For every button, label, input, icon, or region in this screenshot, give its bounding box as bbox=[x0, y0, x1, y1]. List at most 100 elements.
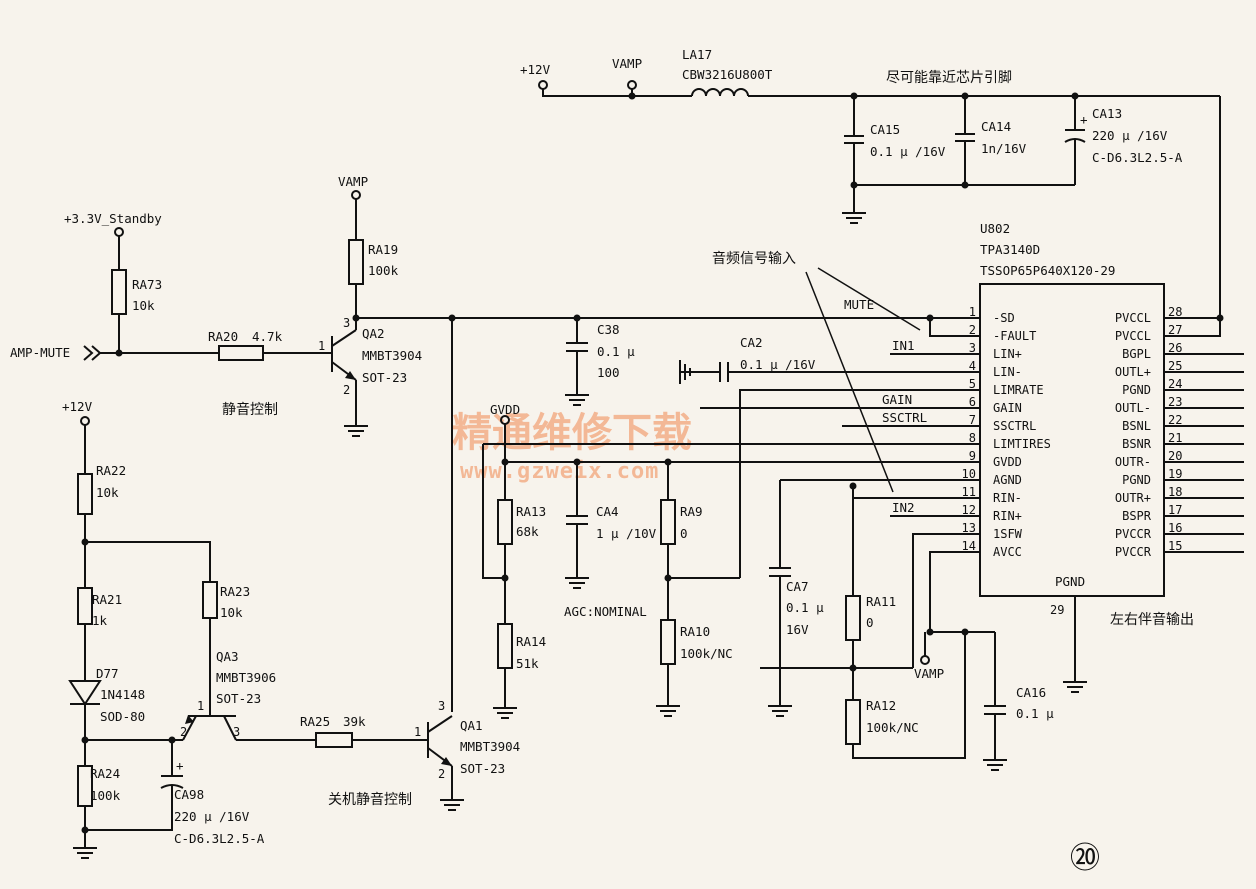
ic-pin-name: LIMTIRES bbox=[993, 437, 1051, 451]
resistor-ra19 bbox=[348, 239, 364, 285]
ic-pin-name: OUTL+ bbox=[1115, 365, 1151, 379]
svg-text:www.gzweix.com: www.gzweix.com bbox=[460, 459, 659, 484]
ic-pin-number: 7 bbox=[969, 413, 976, 427]
svg-text:0: 0 bbox=[680, 526, 688, 541]
svg-text:1: 1 bbox=[414, 725, 421, 739]
svg-text:10k: 10k bbox=[132, 298, 155, 313]
svg-text:10k: 10k bbox=[220, 605, 243, 620]
svg-text:4.7k: 4.7k bbox=[252, 329, 283, 344]
ic-pin-number: 4 bbox=[969, 359, 976, 373]
svg-text:IN1: IN1 bbox=[892, 338, 915, 353]
svg-text:SSCTRL: SSCTRL bbox=[882, 410, 927, 425]
svg-text:C-D6.3L2.5-A: C-D6.3L2.5-A bbox=[1092, 150, 1183, 165]
diode-d77 bbox=[68, 680, 102, 706]
svg-text:CA7: CA7 bbox=[786, 579, 809, 594]
svg-text:68k: 68k bbox=[516, 524, 539, 539]
svg-text:3: 3 bbox=[233, 725, 240, 739]
ic-pin-name: BSNR bbox=[1122, 437, 1152, 451]
input-arrow bbox=[83, 345, 102, 361]
ic-pin-name: BGPL bbox=[1122, 347, 1151, 361]
ic-pin-name: LIMRATE bbox=[993, 383, 1044, 397]
svg-text:1: 1 bbox=[197, 699, 204, 713]
ic-pin-number: 18 bbox=[1168, 485, 1182, 499]
resistor-ra23 bbox=[202, 581, 218, 619]
ic-pin-number: 10 bbox=[962, 467, 976, 481]
svg-text:RA73: RA73 bbox=[132, 277, 162, 292]
ic-pin-name: 1SFW bbox=[993, 527, 1023, 541]
ground-symbol bbox=[841, 212, 867, 224]
ic-u802: U802 TPA3140D TSSOP65P640X120-29 PGND 29… bbox=[962, 221, 1244, 693]
svg-text:QA2: QA2 bbox=[362, 326, 385, 341]
ic-pin-number: 20 bbox=[1168, 449, 1182, 463]
resistor-ra10 bbox=[660, 619, 676, 665]
ic-pin-number: 6 bbox=[969, 395, 976, 409]
svg-text:MMBT3906: MMBT3906 bbox=[216, 670, 276, 685]
svg-text:2: 2 bbox=[343, 383, 350, 397]
svg-text:PGND: PGND bbox=[1055, 574, 1085, 589]
ic-pin-name: LIN- bbox=[993, 365, 1022, 379]
svg-text:RA19: RA19 bbox=[368, 242, 398, 257]
ic-pin-number: 27 bbox=[1168, 323, 1182, 337]
note-near-pin: 尽可能靠近芯片引脚 bbox=[886, 70, 1012, 86]
ic-pin-number: 24 bbox=[1168, 377, 1182, 391]
ic-pin-name: OUTR- bbox=[1115, 455, 1151, 469]
svg-text:精通维修下载: 精通维修下载 bbox=[452, 410, 692, 456]
svg-text:QA3: QA3 bbox=[216, 649, 239, 664]
svg-text:RA23: RA23 bbox=[220, 584, 250, 599]
svg-text:+12V: +12V bbox=[62, 399, 93, 414]
svg-text:GVDD: GVDD bbox=[490, 402, 520, 417]
svg-text:SOT-23: SOT-23 bbox=[362, 370, 407, 385]
ic-pin-name: BSPR bbox=[1122, 509, 1152, 523]
svg-text:RA21: RA21 bbox=[92, 592, 122, 607]
svg-text:+3.3V_Standby: +3.3V_Standby bbox=[64, 211, 162, 226]
ic-pin-number: 12 bbox=[962, 503, 976, 517]
vamp-top-terminal bbox=[627, 80, 637, 90]
svg-text:1: 1 bbox=[318, 339, 325, 353]
resistor-ra11 bbox=[845, 595, 861, 641]
watermark: 精通维修下载 www.gzweix.com bbox=[452, 410, 692, 484]
ic-pin-number: 16 bbox=[1168, 521, 1182, 535]
svg-text:CA98: CA98 bbox=[174, 787, 204, 802]
svg-text:100k/NC: 100k/NC bbox=[680, 646, 733, 661]
ic-pin-name: PGND bbox=[1122, 383, 1151, 397]
ic-pin-number: 1 bbox=[969, 305, 976, 319]
ic-pin-name: -SD bbox=[993, 311, 1015, 325]
resistor-ra25 bbox=[315, 732, 353, 748]
svg-text:CA15: CA15 bbox=[870, 122, 900, 137]
ic-pin-name: PVCCR bbox=[1115, 527, 1152, 541]
svg-text:GAIN: GAIN bbox=[882, 392, 912, 407]
svg-text:CA14: CA14 bbox=[981, 119, 1011, 134]
vamp-top-label: VAMP bbox=[612, 56, 642, 71]
svg-text:IN2: IN2 bbox=[892, 500, 915, 515]
resistor-ra22 bbox=[77, 473, 93, 515]
note-audio-input: 音频信号输入 bbox=[712, 250, 796, 267]
svg-text:RA22: RA22 bbox=[96, 463, 126, 478]
svg-text:C-D6.3L2.5-A: C-D6.3L2.5-A bbox=[174, 831, 265, 846]
resistor-ra13 bbox=[497, 499, 513, 545]
ic-pin-name: PVCCR bbox=[1115, 545, 1152, 559]
ic-pin-name: -FAULT bbox=[993, 329, 1036, 343]
svg-text:0.1 μ: 0.1 μ bbox=[597, 344, 635, 359]
svg-text:RA24: RA24 bbox=[90, 766, 120, 781]
svg-text:+: + bbox=[1080, 112, 1088, 127]
svg-text:CA13: CA13 bbox=[1092, 106, 1122, 121]
svg-text:0.1 μ: 0.1 μ bbox=[786, 600, 824, 615]
svg-text:LA17: LA17 bbox=[682, 47, 712, 62]
power-filter-section: +12V VAMP LA17 CBW3216U800T 尽可能靠近芯片引脚 CA… bbox=[520, 47, 1221, 330]
ic-pin-name: OUTL- bbox=[1115, 401, 1151, 415]
mute-net: MUTE 音频信号输入 C38 0.1 μ 100 bbox=[356, 250, 980, 712]
qa2-section: VAMP RA19 100k 1 3 2 QA2 MMBT3904 SOT-23… bbox=[222, 174, 422, 437]
svg-text:0: 0 bbox=[866, 615, 874, 630]
svg-text:100k: 100k bbox=[368, 263, 399, 278]
svg-text:TSSOP65P640X120-29: TSSOP65P640X120-29 bbox=[980, 263, 1115, 278]
svg-text:0.1 μ /16V: 0.1 μ /16V bbox=[870, 144, 946, 159]
svg-text:51k: 51k bbox=[516, 656, 539, 671]
svg-text:VAMP: VAMP bbox=[338, 174, 368, 189]
note-output: 左右伴音输出 bbox=[1110, 611, 1194, 628]
svg-text:MMBT3904: MMBT3904 bbox=[362, 348, 422, 363]
svg-text:CA16: CA16 bbox=[1016, 685, 1046, 700]
ic-pin-number: 28 bbox=[1168, 305, 1182, 319]
agc-network: GVDD RA13 68k RA14 51k CA4 1 μ /10V AGC:… bbox=[482, 402, 740, 719]
resistor-ra73 bbox=[111, 269, 127, 315]
ic-pin-number: 23 bbox=[1168, 395, 1182, 409]
